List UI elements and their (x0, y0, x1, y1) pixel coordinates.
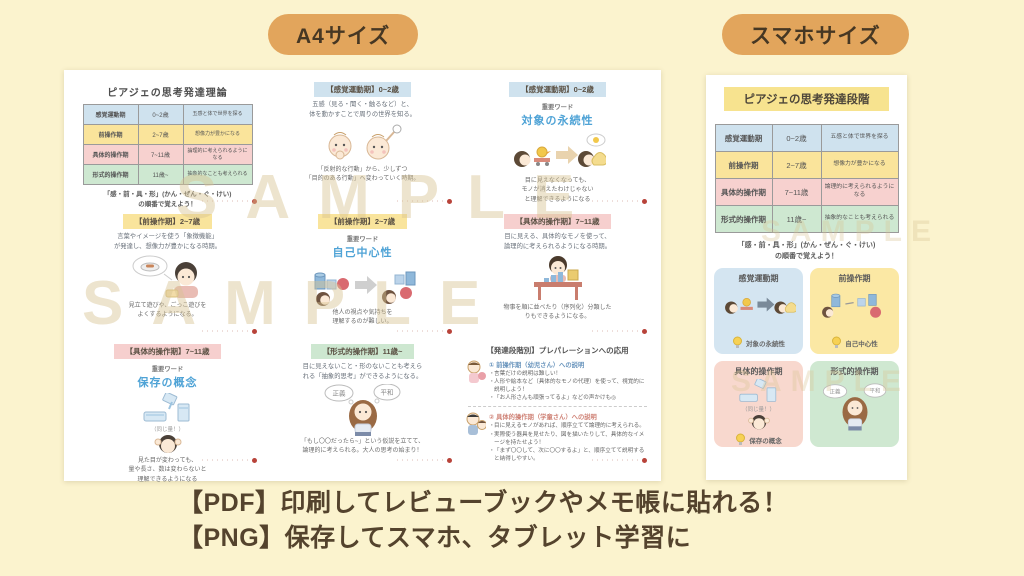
conservation-illustration (136, 393, 200, 423)
phone-doc-title: ピアジェの思考発達段階 (743, 94, 870, 106)
lightbulb-icon (832, 336, 842, 349)
table-row: 形式的操作期 11歳~ 抽象的なことも考えられる (714, 205, 899, 233)
section-ribbon: 【前操作期】2~7歳 (317, 214, 408, 229)
conservation-mini-illustration (733, 379, 785, 403)
preoperational-panel: 【前操作期】2~7歳 言葉やイメージを使う「象徴機能」 が発達し、想像力が豊かに… (72, 207, 263, 337)
egocentrism-illustration (309, 263, 417, 307)
credit-logo-dot (252, 199, 257, 204)
table-row: 具体的操作期 7~11歳 論理的に考えられるようになる (82, 144, 253, 165)
credit-logo-dot (252, 458, 257, 463)
conservation-panel: 【具体的操作期】7~11歳 重要ワード 保存の概念 （同じ量！） (72, 337, 263, 483)
sensorimotor-panel: 【感覚運動期】0~2歳 五感（見る・聞く・触るなど）と、 体を動かすことで周りの… (267, 75, 458, 207)
babies-illustration (320, 122, 406, 164)
credit-logo-dot (642, 199, 647, 204)
svg-text:正義: 正義 (829, 388, 840, 396)
author-credit: ・・・・・・・・・・ (590, 198, 647, 205)
card-sensorimotor: 感覚運動期 対象の永続性 (714, 268, 803, 355)
author-credit: ・・・・・・・・・・ (590, 457, 647, 464)
divider (468, 406, 647, 408)
preparation-panel: 【発達段階別】プレパレーションへの応用 ① 前操作期（幼児さん）への説明 言葉だ… (462, 337, 653, 466)
section-ribbon: 【感覚運動期】0~2歳 (314, 82, 411, 97)
object-permanence-illustration (510, 131, 606, 175)
svg-text:平和: 平和 (380, 387, 393, 396)
pretend-play-illustration (124, 254, 212, 300)
abstract-thinking-mini-illustration: 正義 平和 (820, 379, 890, 437)
svg-text:平和: 平和 (869, 387, 880, 395)
mnemonic-text: 「感・前・具・形」(かん・ぜん・ぐ・けい)の順番で覚えよう！ (737, 242, 876, 261)
table-row: 感覚運動期 0~2歳 五感と体で世界を探る (82, 104, 253, 125)
phone-doc-title-ribbon: ピアジェの思考発達段階 (717, 87, 896, 113)
card-formal-operational: 形式的操作期 正義 平和 (810, 361, 899, 448)
author-credit: ・・・・・・・・・・ (395, 198, 452, 205)
footer-line-pdf: 【PDF】印刷してレビューブックやメモ帳に貼れる！ (178, 489, 789, 517)
mnemonic-text: 「感・前・具・形」(かん・ぜん・ぐ・けい)の順番で覚えよう！ (103, 191, 232, 209)
table-row: 前操作期 2~7歳 想像力が豊かになる (714, 151, 899, 179)
preparation-title: 【発達段階別】プレパレーションへの応用 (486, 346, 629, 355)
table-row: 形式的操作期 11歳~ 抽象的なことも考えられる (82, 164, 253, 185)
table-row: 感覚運動期 0~2歳 五感と体で世界を探る (714, 124, 899, 152)
stage-table: 感覚運動期 0~2歳 五感と体で世界を探る 前操作期 2~7歳 想像力が豊かにな… (714, 124, 899, 233)
seriation-illustration (520, 254, 596, 302)
formal-operational-panel: 【形式的操作期】11歳~ 目に見えないこと・形のないことも考えら れる「抽象的思… (267, 337, 458, 466)
credit-logo-dot (447, 458, 452, 463)
object-permanence-panel: 【感覚運動期】0~2歳 重要ワード 対象の永続性 目に見えなくなっても、 (462, 75, 653, 207)
concrete-operational-panel: 【具体的操作期】7~11歳 目に見える、具体的なモノを使って、 論理的に考えられ… (462, 207, 653, 337)
stage-table: 感覚運動期 0~2歳 五感と体で世界を探る 前操作期 2~7歳 想像力が豊かにな… (82, 104, 253, 185)
author-credit: ・・・・・・・・・・ (590, 328, 647, 335)
card-keyword-row: 自己中心性 (831, 336, 878, 349)
keyword-object-permanence: 対象の永続性 (521, 115, 594, 127)
egocentrism-panel: 【前操作期】2~7歳 重要ワード 自己中心性 他人の視点や気持ちを (267, 207, 458, 337)
keyword-egocentrism: 自己中心性 (332, 247, 393, 259)
lightbulb-icon (736, 433, 746, 446)
footer-caption: 【PDF】印刷してレビューブックやメモ帳に貼れる！ 【PNG】保存してスマホ、タ… (178, 486, 788, 556)
card-concrete-operational: 具体的操作期 （同じ量！） (714, 361, 803, 448)
preparation-sub2: ② 具体的操作期（学童さん）への説明 目に見えるモノがあれば、順序立てて論理的に… (466, 412, 649, 463)
author-credit: ・・・・・・・・・・ (395, 457, 452, 464)
a4-document-preview: ピアジェの思考発達理論 感覚運動期 0~2歳 五感と体で世界を探る 前操作期 2… (64, 70, 661, 483)
nurse-doll-icon (467, 360, 486, 383)
phone-size-badge: スマホサイズ (722, 14, 909, 55)
section-ribbon: 【具体的操作期】7~11歳 (503, 214, 612, 229)
author-credit: ・・・・・・・・・・ (200, 198, 257, 205)
credit-logo-dot (642, 329, 647, 334)
author-credit: ・・・・・・・・・・ (200, 457, 257, 464)
credit-logo-dot (447, 199, 452, 204)
thinking-child-mini (746, 415, 772, 431)
footer-line-png: 【PNG】保存してスマホ、タブレット学習に (178, 524, 692, 552)
lightbulb-icon (733, 336, 742, 349)
section-ribbon: 【前操作期】2~7歳 (122, 214, 213, 229)
object-permanence-mini-illustration (722, 286, 796, 320)
a4-size-badge: A4サイズ (268, 14, 419, 55)
author-credit: ・・・・・・・・・・ (200, 328, 257, 335)
section-ribbon: 【形式的操作期】11歳~ (310, 344, 415, 359)
keyword-conservation: 保存の概念 (137, 377, 198, 389)
a4-overview-panel: ピアジェの思考発達理論 感覚運動期 0~2歳 五感と体で世界を探る 前操作期 2… (72, 75, 263, 208)
preparation-sub1: ① 前操作期（幼児さん）への説明 言葉だけの説明は難しい！ 人形や絵本など（具体… (466, 360, 649, 403)
a4-doc-title: ピアジェの思考発達理論 (107, 88, 228, 99)
section-ribbon: 【具体的操作期】7~11歳 (113, 344, 222, 359)
card-keyword-row: 対象の永続性 (732, 336, 785, 349)
card-preoperational: 前操作期 自己中心性 (810, 268, 899, 355)
credit-logo-dot (642, 458, 647, 463)
same-amount-note: （同じ量！） (741, 407, 775, 414)
author-credit: ・・・・・・・・・・ (395, 328, 452, 335)
thinking-child-illustration (153, 435, 183, 455)
section-ribbon: 【感覚運動期】0~2歳 (509, 82, 606, 97)
nurse-child-icon (466, 412, 486, 436)
table-row: 具体的操作期 7~11歳 論理的に考えられるようになる (714, 178, 899, 206)
same-amount-note: （同じ量！） (150, 427, 184, 433)
phone-document-preview: ピアジェの思考発達段階 感覚運動期 0~2歳 五感と体で世界を探る 前操作期 2… (706, 75, 931, 480)
svg-text:正義: 正義 (332, 388, 346, 397)
credit-logo-dot (447, 329, 452, 334)
card-keyword-row: 保存の概念 (735, 433, 782, 446)
stage-cards: 感覚運動期 対象の永続性 (714, 268, 899, 448)
abstract-thinking-illustration: 正義 平和 (321, 383, 405, 436)
credit-logo-dot (252, 329, 257, 334)
table-row: 前操作期 2~7歳 想像力が豊かになる (82, 124, 253, 145)
egocentrism-mini-illustration (818, 286, 892, 322)
